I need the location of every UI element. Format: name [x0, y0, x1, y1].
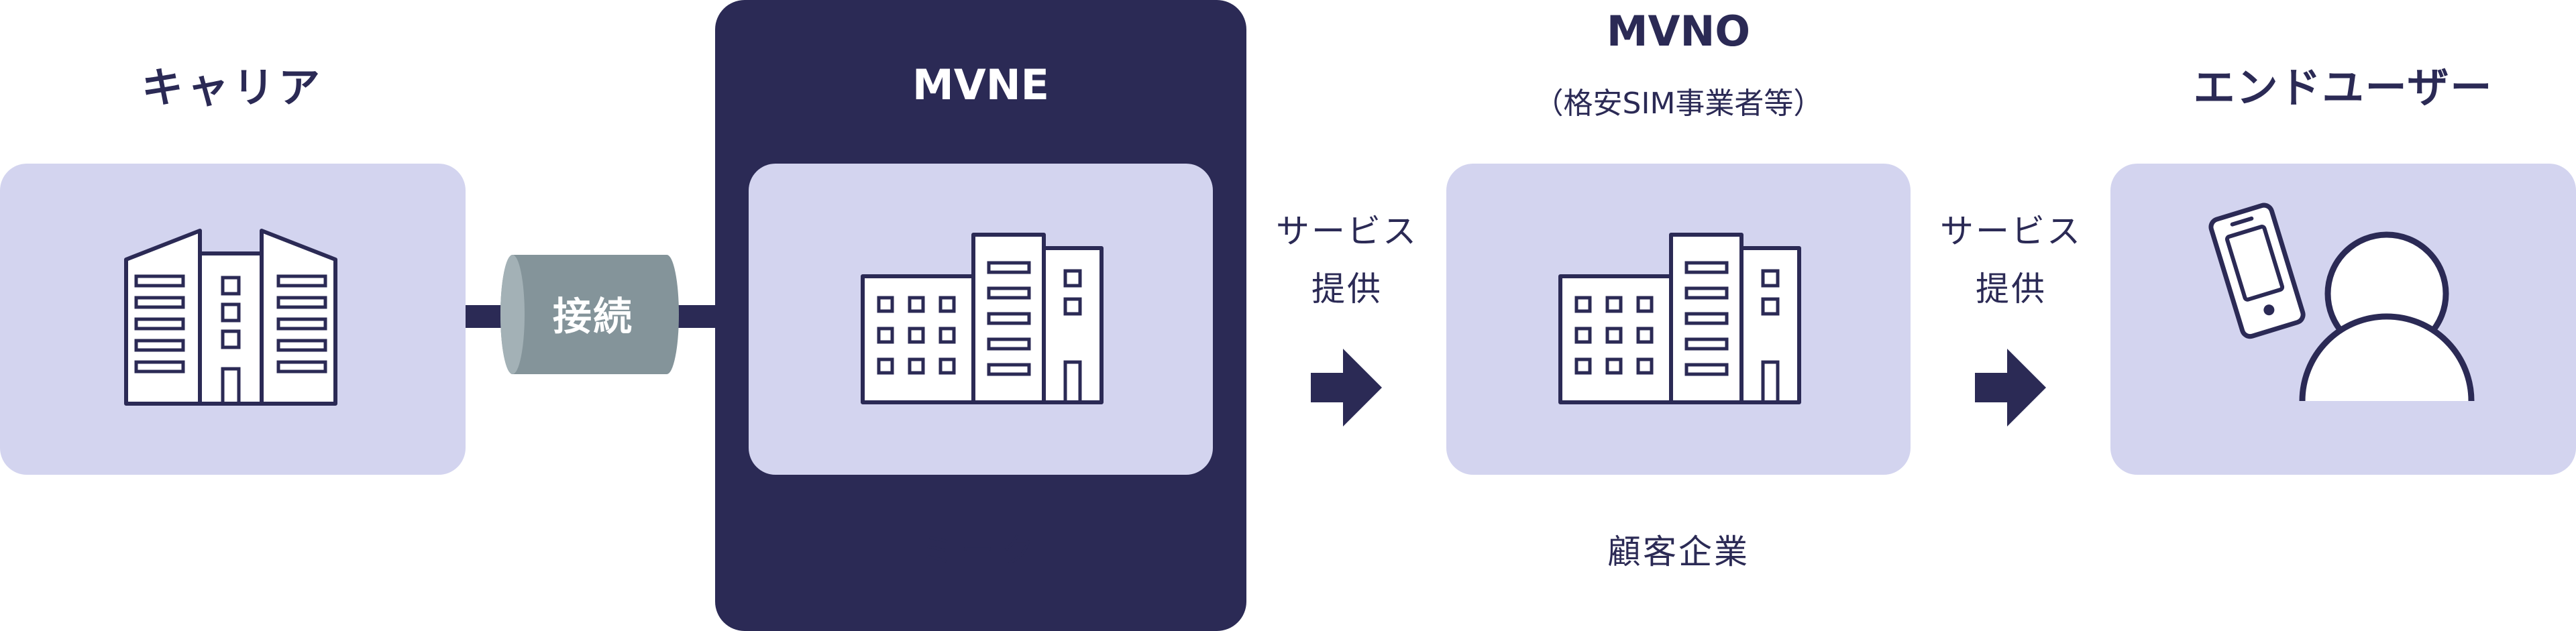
person-icon — [2298, 223, 2486, 417]
end-user-card — [2110, 164, 2576, 475]
carrier-card — [0, 164, 466, 475]
mvno-subtitle: （格安SIM事業者等） — [1534, 87, 1823, 121]
smartphone-icon — [2198, 198, 2312, 346]
arrow1-line2: 提供 — [1311, 270, 1383, 308]
mvne-building-icon — [856, 228, 1111, 409]
connection-cylinder — [499, 253, 680, 376]
arrow2-line2: 提供 — [1976, 270, 2047, 308]
mvne-title: MVNE — [912, 60, 1049, 109]
end-user-title: エンドユーザー — [2193, 63, 2493, 112]
arrow2-line1: サービス — [1940, 212, 2082, 251]
arrow-right-icon — [1308, 347, 1383, 428]
carrier-building-icon — [119, 223, 347, 417]
mvno-card — [1446, 164, 1911, 475]
mvne-caption: ミーク — [920, 531, 1041, 570]
mvno-caption: 顧客企業 — [1607, 532, 1750, 571]
mvno-building-icon — [1554, 228, 1809, 409]
connection-label: 接続 — [552, 294, 633, 339]
mvno-title: MVNO — [1606, 7, 1751, 56]
arrow-right-icon — [1972, 347, 2047, 428]
arrow1-line1: サービス — [1276, 212, 1418, 251]
mvne-card — [749, 164, 1213, 475]
carrier-title: キャリア — [141, 63, 324, 112]
